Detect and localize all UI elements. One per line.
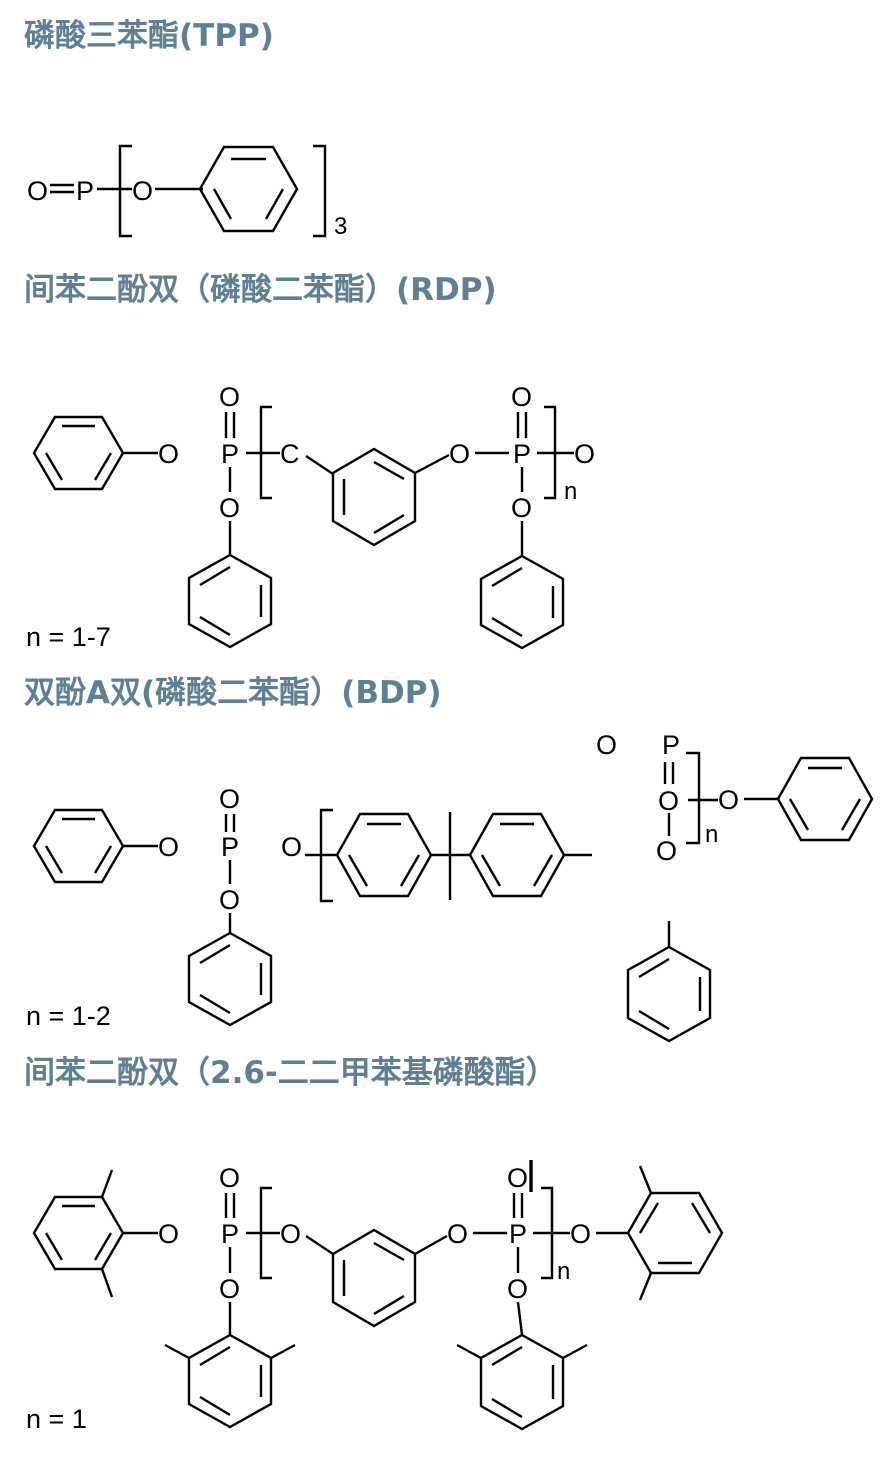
bdp-atom-o-top: O [219,784,240,814]
rdp-subscript: n [564,478,577,505]
xylyl-ring-right [626,1165,724,1301]
heading-rdp: 间苯二酚双（磷酸二苯酯）(RDP) [24,272,497,308]
xylyl-structure: O O P O O O O P [26,1160,724,1434]
rdp-n-range: n = 1-7 [26,622,111,652]
xylyl-bond-o2-ring [516,1301,524,1336]
bdp-atom-p-right: P [662,730,680,760]
tpp-atom-o: O [132,176,153,206]
tpp-bracket-left [118,144,132,238]
bdp-structure: O O P O O O P [26,730,874,1043]
xylyl-atom-o-right: O [570,1219,591,1249]
rdp-atom-o-right: O [574,439,595,469]
bdp-atom-o-float: O [596,730,617,760]
rdp-bracket-right [544,405,557,500]
bdp-atom-o-link: O [281,832,302,862]
xylyl-atom-p-left: P [221,1219,239,1249]
bdp-phenyl-right [776,756,874,842]
bdp-n-range: n = 1-2 [26,1001,111,1031]
rdp-bond-c-ring [305,455,334,475]
bdp-atom-o-left: O [158,832,179,862]
bdp-atom-o-below: O [219,885,240,915]
tpp-atom-p: P [76,176,94,206]
rdp-atom-o-top-right: O [511,382,532,412]
xylyl-n-range: n = 1 [26,1404,87,1434]
rdp-bracket-left [259,405,272,500]
xylyl-atom-o-top-right: O [507,1163,528,1193]
rdp-atom-o-top: O [219,382,240,412]
bdp-bisphenol-ring-1 [335,812,433,898]
xylyl-resorcinol-ring [331,1228,417,1328]
xylyl-atom-o-left: O [158,1219,179,1249]
rdp-phenyl-below-right [479,554,565,650]
xylyl-atom-o-below-left: O [219,1274,240,1304]
bdp-phenyl-left [32,808,125,884]
bdp-bracket-left [319,808,333,903]
bdp-phenyl-below [187,931,273,1027]
xylyl-atom-p-right: P [509,1219,527,1249]
xylyl-bond-ring-o-mid [414,1234,448,1256]
xylyl-atom-o-mid: O [447,1219,468,1249]
tpp-bracket-right [313,144,327,238]
xylyl-ring-below-right [456,1333,588,1431]
rdp-atom-p-right: P [513,439,531,469]
xylyl-subscript: n [557,1258,570,1285]
bdp-subscript: n [705,821,718,848]
rdp-structure: O O P O C O O P n O [26,382,595,652]
rdp-bond-ring-o-mid [414,453,450,475]
xylyl-atom-o-link: O [280,1219,301,1249]
rdp-atom-o-mid: O [449,439,470,469]
bdp-bracket-right [686,751,701,845]
bdp-atom-p-left: P [221,832,239,862]
xylyl-atom-o-top: O [219,1163,240,1193]
rdp-phenyl-left [32,415,125,491]
rdp-resorcinol-ring [331,447,417,547]
tpp-structure: O P O 3 [27,144,347,240]
heading-xylyl: 间苯二酚双（2.6-二二甲苯基磷酸酯） [24,1055,557,1091]
heading-tpp: 磷酸三苯酯(TPP) [24,18,274,54]
rdp-atom-o-left: O [158,439,179,469]
rdp-atom-o-below-right: O [511,493,532,523]
xylyl-ring-left [32,1169,125,1298]
rdp-phenyl-below-left [187,553,273,649]
rdp-atom-o-below-left: O [219,493,240,523]
rdp-atom-p-left: P [221,439,239,469]
xylyl-ring-below-left [164,1333,296,1429]
tpp-subscript: 3 [334,213,347,240]
tpp-phenyl-ring [198,145,299,233]
xylyl-bracket-left [259,1186,272,1280]
bdp-atom-o-r1: O [658,786,679,816]
bdp-phenyl-bottom-right [626,945,712,1043]
bdp-bisphenol-ring-2 [468,812,566,898]
rdp-atom-c-link: C [280,439,300,469]
heading-bdp: 双酚A双(磷酸二苯酯）(BDP) [24,675,442,711]
bdp-atom-o-r2: O [718,785,739,815]
xylyl-atom-o-below-right: O [507,1274,528,1304]
xylyl-bond-o-resorcinol [305,1235,334,1255]
bdp-atom-o-r3: O [656,836,677,866]
tpp-atom-o-double: O [27,176,48,206]
